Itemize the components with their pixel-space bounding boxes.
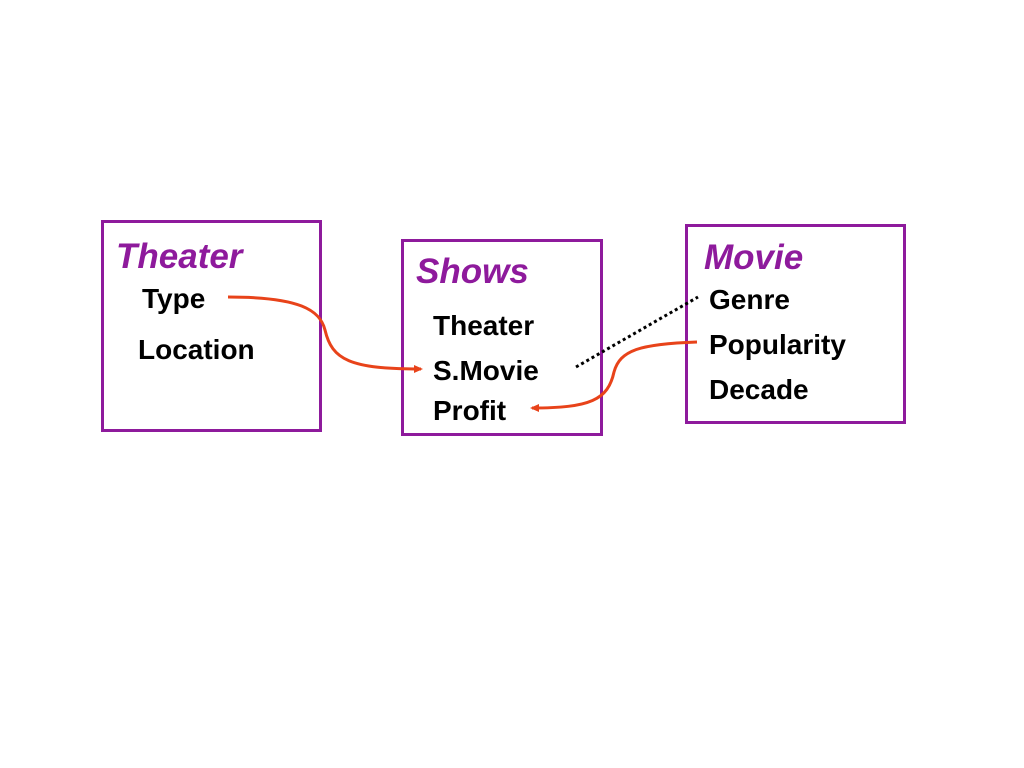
shows-title: Shows xyxy=(416,252,529,291)
movie-attr-decade: Decade xyxy=(709,374,809,405)
movie-attr-genre: Genre xyxy=(709,284,790,315)
movie-title: Movie xyxy=(704,238,804,277)
shows-attr-profit: Profit xyxy=(433,395,507,426)
shows-attr-smovie: S.Movie xyxy=(433,355,539,386)
movie-attr-popularity: Popularity xyxy=(709,329,846,360)
theater-title: Theater xyxy=(116,237,243,276)
theater-attr-type: Type xyxy=(142,283,206,314)
shows-attr-theater: Theater xyxy=(433,310,535,341)
theater-attr-location: Location xyxy=(138,334,255,365)
